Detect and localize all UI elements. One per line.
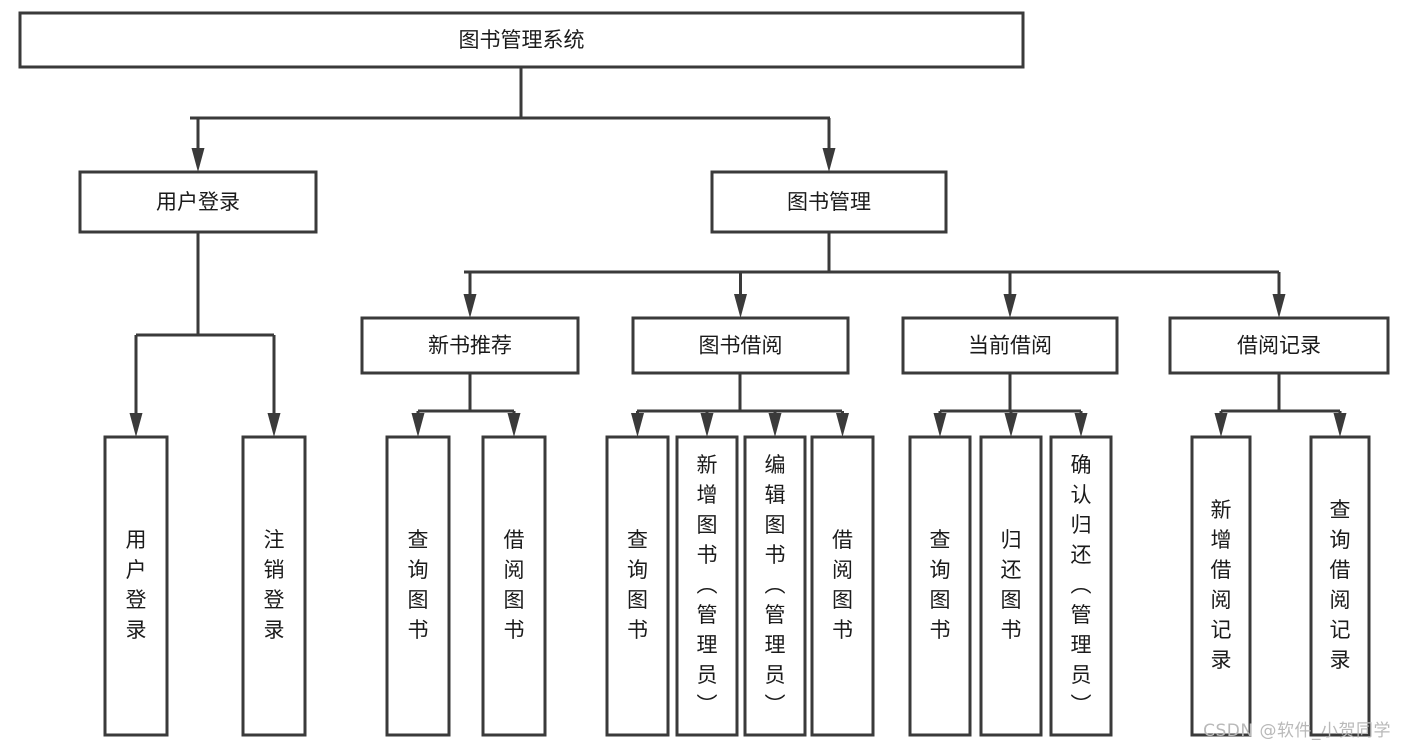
node-label-leaf-2: 注销登录 bbox=[264, 528, 285, 642]
node-leaf-8[interactable]: 借阅图书 bbox=[810, 435, 875, 737]
arrow-head-leaf-13 bbox=[1333, 413, 1347, 437]
node-label-leaf-7: 编辑图书︵管理员︶ bbox=[765, 453, 786, 717]
node-borrow[interactable]: 图书借阅 bbox=[631, 316, 850, 375]
node-label-login: 用户登录 bbox=[156, 190, 240, 214]
arrow-head-current bbox=[1003, 294, 1017, 318]
arrow-head-records bbox=[1272, 294, 1286, 318]
node-layer: 图书管理系统用户登录图书管理新书推荐图书借阅当前借阅借阅记录用户登录注销登录查询… bbox=[18, 11, 1390, 737]
node-leaf-4[interactable]: 借阅图书 bbox=[481, 435, 547, 737]
node-leaf-11[interactable]: 确认归还︵管理员︶ bbox=[1049, 435, 1113, 737]
node-leaf-12[interactable]: 新增借阅记录 bbox=[1190, 435, 1252, 737]
node-leaf-9[interactable]: 查询图书 bbox=[908, 435, 972, 737]
node-label-leaf-13: 查询借阅记录 bbox=[1330, 498, 1351, 672]
node-root[interactable]: 图书管理系统 bbox=[18, 11, 1025, 69]
node-box-leaf-13 bbox=[1309, 435, 1371, 737]
node-label-newbook: 新书推荐 bbox=[428, 334, 512, 358]
node-box-leaf-2 bbox=[241, 435, 307, 737]
arrow-head-bookmgmt bbox=[822, 148, 836, 172]
arrow-head-login bbox=[191, 148, 205, 172]
node-box-leaf-9 bbox=[908, 435, 972, 737]
arrow-head-leaf-4 bbox=[507, 413, 521, 437]
arrow-head-leaf-11 bbox=[1074, 413, 1088, 437]
node-box-borrow bbox=[631, 316, 850, 375]
arrow-head-leaf-8 bbox=[836, 413, 849, 437]
node-leaf-3[interactable]: 查询图书 bbox=[385, 435, 451, 737]
arrow-head-borrow bbox=[734, 294, 747, 318]
node-box-leaf-7 bbox=[743, 435, 807, 737]
node-leaf-6[interactable]: 新增图书︵管理员︶ bbox=[675, 435, 739, 737]
node-leaf-5[interactable]: 查询图书 bbox=[605, 435, 670, 737]
node-label-leaf-5: 查询图书 bbox=[627, 528, 648, 642]
node-box-records bbox=[1168, 316, 1390, 375]
arrow-head-newbook bbox=[463, 294, 477, 318]
arrow-head-leaf-3 bbox=[411, 413, 425, 437]
node-label-leaf-3: 查询图书 bbox=[408, 528, 429, 642]
node-login[interactable]: 用户登录 bbox=[78, 170, 318, 234]
node-box-leaf-8 bbox=[810, 435, 875, 737]
node-label-leaf-6: 新增图书︵管理员︶ bbox=[697, 453, 718, 717]
node-box-leaf-5 bbox=[605, 435, 670, 737]
node-box-root bbox=[18, 11, 1025, 69]
node-label-borrow: 图书借阅 bbox=[699, 334, 783, 358]
node-box-leaf-11 bbox=[1049, 435, 1113, 737]
node-box-leaf-12 bbox=[1190, 435, 1252, 737]
arrow-head-leaf-5 bbox=[631, 413, 644, 437]
node-records[interactable]: 借阅记录 bbox=[1168, 316, 1390, 375]
arrow-head-leaf-12 bbox=[1214, 413, 1228, 437]
node-label-current: 当前借阅 bbox=[968, 334, 1052, 358]
node-label-leaf-4: 借阅图书 bbox=[504, 528, 525, 642]
node-box-leaf-3 bbox=[385, 435, 451, 737]
node-box-newbook bbox=[360, 316, 580, 375]
node-leaf-7[interactable]: 编辑图书︵管理员︶ bbox=[743, 435, 807, 737]
connector-layer bbox=[129, 67, 1347, 437]
arrow-head-leaf-2 bbox=[267, 413, 281, 437]
node-bookmgmt[interactable]: 图书管理 bbox=[710, 170, 948, 234]
node-box-current bbox=[901, 316, 1119, 375]
arrow-head-leaf-10 bbox=[1004, 413, 1018, 437]
node-label-root: 图书管理系统 bbox=[459, 28, 585, 52]
node-box-leaf-6 bbox=[675, 435, 739, 737]
node-leaf-1[interactable]: 用户登录 bbox=[103, 435, 169, 737]
node-label-leaf-9: 查询图书 bbox=[930, 528, 951, 642]
node-current[interactable]: 当前借阅 bbox=[901, 316, 1119, 375]
node-box-leaf-4 bbox=[481, 435, 547, 737]
node-leaf-2[interactable]: 注销登录 bbox=[241, 435, 307, 737]
node-leaf-10[interactable]: 归还图书 bbox=[979, 435, 1043, 737]
node-box-bookmgmt bbox=[710, 170, 948, 234]
node-newbook[interactable]: 新书推荐 bbox=[360, 316, 580, 375]
node-box-login bbox=[78, 170, 318, 234]
node-leaf-13[interactable]: 查询借阅记录 bbox=[1309, 435, 1371, 737]
node-box-leaf-10 bbox=[979, 435, 1043, 737]
node-label-records: 借阅记录 bbox=[1237, 334, 1321, 358]
node-label-leaf-1: 用户登录 bbox=[126, 528, 147, 642]
node-label-bookmgmt: 图书管理 bbox=[787, 190, 871, 214]
node-label-leaf-12: 新增借阅记录 bbox=[1211, 498, 1232, 672]
arrow-head-leaf-7 bbox=[768, 413, 782, 437]
node-label-leaf-11: 确认归还︵管理员︶ bbox=[1071, 453, 1092, 717]
arrow-head-leaf-9 bbox=[933, 413, 947, 437]
arrow-head-leaf-6 bbox=[700, 413, 714, 437]
arrow-head-leaf-1 bbox=[129, 413, 143, 437]
node-label-leaf-8: 借阅图书 bbox=[832, 528, 853, 642]
node-label-leaf-10: 归还图书 bbox=[1001, 528, 1022, 642]
node-box-leaf-1 bbox=[103, 435, 169, 737]
